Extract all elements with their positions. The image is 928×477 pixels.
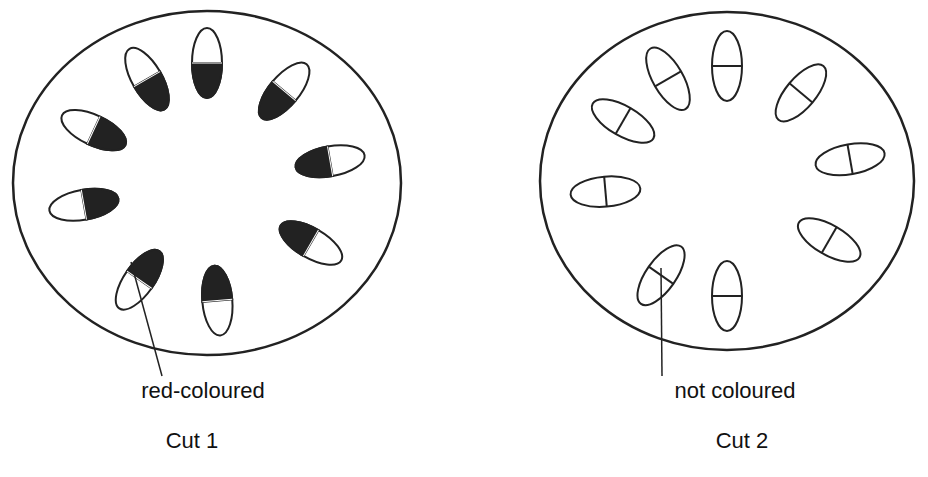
unstained-bundle (791, 210, 867, 271)
stained-bundle (56, 102, 132, 159)
leader-line (131, 262, 162, 376)
stained-bundle (273, 213, 349, 274)
stem-outline (13, 11, 401, 355)
vascular-bundles (47, 28, 367, 337)
stained-bundle (199, 264, 235, 336)
stained-bundle (250, 55, 318, 128)
vascular-bundles (569, 31, 887, 331)
figure-caption: Cut 1 (166, 428, 219, 453)
stained-bundle (107, 242, 172, 317)
unstained-bundle (813, 138, 887, 180)
stained-bundle (47, 184, 121, 226)
stem-section-1 (13, 11, 401, 376)
unstained-bundle (767, 56, 835, 129)
figure-caption: Cut 2 (716, 428, 769, 453)
stem-outline (540, 12, 914, 350)
stem-section-2 (540, 12, 914, 376)
unstained-bundle (585, 91, 661, 152)
callout-label: not coloured (674, 378, 795, 403)
stained-bundle (293, 140, 367, 182)
stained-bundle (192, 28, 222, 98)
callout-label: red-coloured (141, 378, 265, 403)
unstained-bundle (712, 31, 742, 101)
unstained-bundle (712, 261, 742, 331)
unstained-bundle (638, 41, 699, 117)
unstained-bundle (569, 174, 641, 210)
stained-bundle (117, 41, 178, 117)
leader-line (661, 268, 662, 376)
